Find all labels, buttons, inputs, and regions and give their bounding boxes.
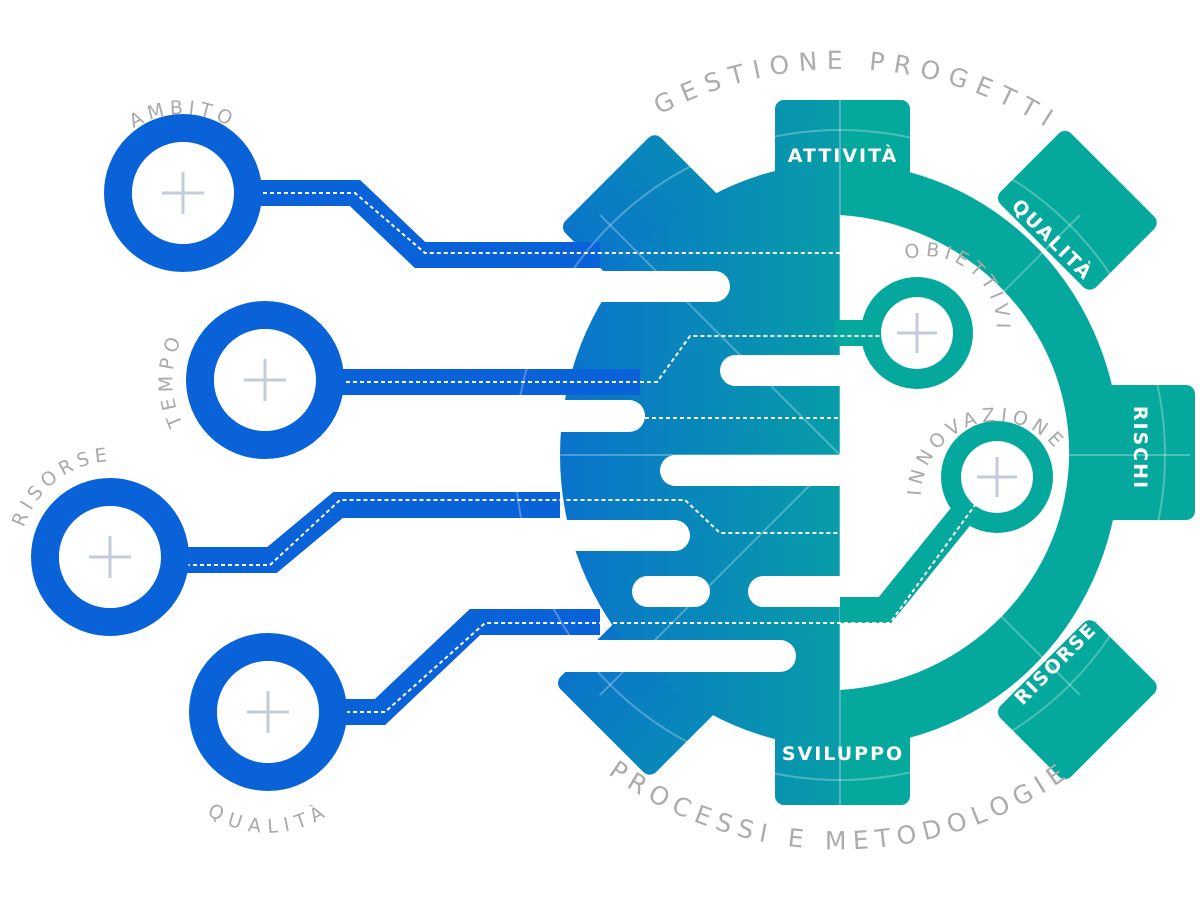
cutout [440, 432, 490, 484]
plus-icon [162, 172, 204, 214]
plus-icon [977, 457, 1017, 497]
plus-icons [89, 172, 1017, 733]
dash-risorse [158, 499, 840, 566]
grid-line [599, 214, 1081, 696]
inner-nodes [835, 277, 1053, 623]
label-qualita: QUALITÀ [204, 798, 332, 838]
tooth-label-attivita: ATTIVITÀ [788, 144, 899, 167]
gear-tooth-bottom-right [997, 620, 1157, 780]
trace-innovazione [840, 496, 981, 623]
dash-qualita [318, 504, 976, 713]
node-ring [31, 478, 189, 636]
cutout [748, 576, 868, 607]
cutout [632, 576, 710, 607]
label-tempo: TEMPO [155, 329, 188, 431]
dash-ambito [228, 192, 840, 254]
gear-tooth-top-left [562, 135, 722, 295]
grid-circle [514, 129, 1166, 781]
tooth-label-sviluppo: SVILUPPO [782, 743, 904, 765]
cutout [500, 640, 600, 672]
cutout [430, 271, 580, 302]
cutout [440, 400, 540, 432]
node-ring [189, 633, 347, 791]
node-ring [104, 114, 262, 272]
cutout [660, 455, 860, 486]
gear-cutouts [430, 271, 868, 672]
node-ring [186, 301, 344, 459]
gear-tooth-top-right [997, 130, 1157, 290]
dashed-signal-lines [158, 192, 976, 713]
trace-ambito [220, 180, 600, 268]
plus-icon [897, 313, 937, 353]
trace-risorse [150, 492, 560, 573]
plus-icon [247, 691, 289, 733]
grid-line [599, 214, 1081, 696]
cutout [720, 355, 860, 386]
cutout [500, 520, 580, 551]
gear-grid-lines [514, 100, 1190, 805]
tooth-label-rischi: RISCHI [1129, 406, 1151, 490]
dash-tempo [318, 335, 895, 383]
plus-icon [89, 536, 131, 578]
plus-icon [244, 359, 286, 401]
